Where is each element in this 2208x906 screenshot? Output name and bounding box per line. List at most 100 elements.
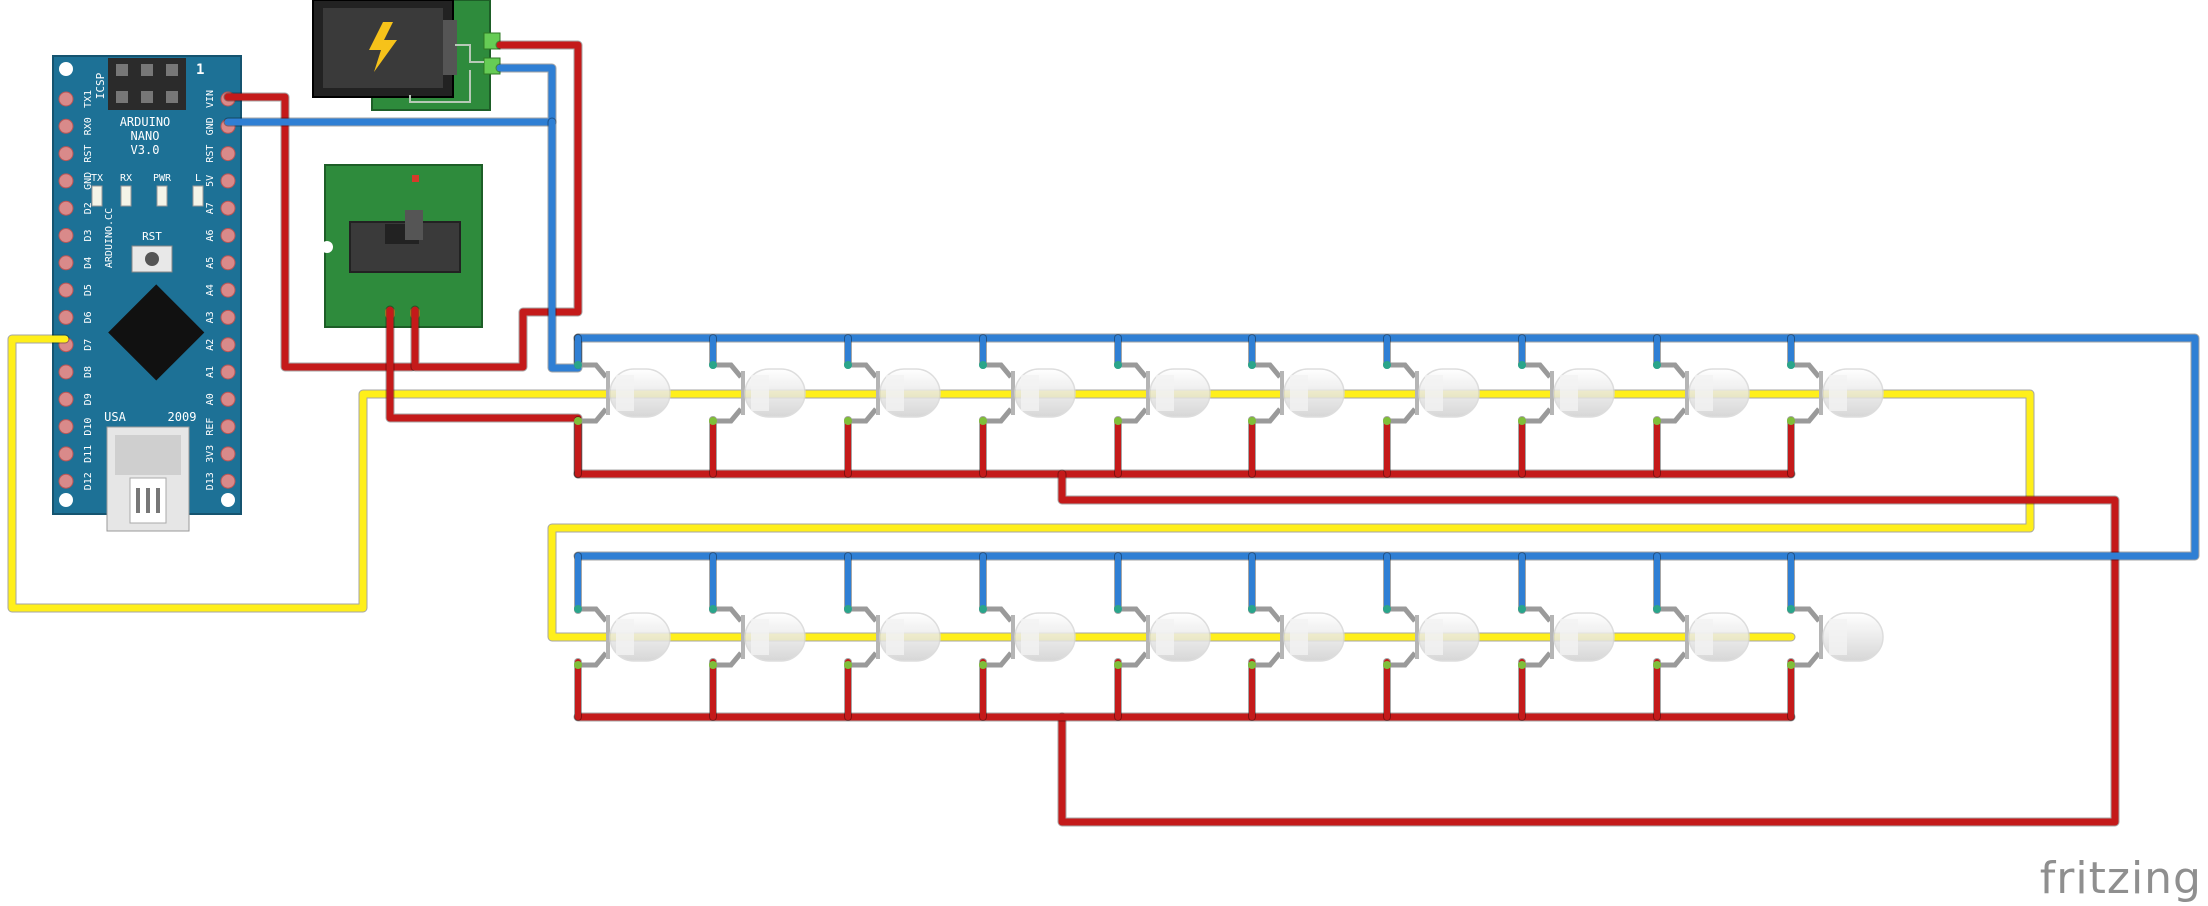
pin-d2[interactable] [58, 200, 74, 216]
site-label: ARDUINO.CC [104, 208, 115, 268]
pin-label: A3 [205, 311, 216, 323]
rgb-led[interactable] [709, 605, 806, 669]
pin-label: A0 [205, 393, 216, 405]
rgb-led[interactable] [1383, 605, 1480, 669]
pin-label: VIN [205, 90, 216, 108]
rgb-led[interactable] [1787, 605, 1884, 669]
icsp-label: ICSP [94, 72, 107, 99]
rgb-led[interactable] [979, 361, 1076, 425]
pin-3v3[interactable] [220, 446, 236, 462]
pin-rx0[interactable] [58, 118, 74, 134]
pin-label: GND [83, 172, 94, 190]
pin-label: A2 [205, 339, 216, 351]
wire[interactable] [224, 93, 416, 371]
arduino-nano-board: ICSP 1 TX1RX0RSTGNDD2D3D4D5D6D7D8D9D10D1… [52, 55, 242, 532]
rgb-led[interactable] [1653, 361, 1750, 425]
board-title-line3: V3.0 [131, 143, 160, 157]
pin-label: D12 [83, 472, 94, 490]
rgb-led[interactable] [574, 605, 671, 669]
pin-label: A4 [205, 284, 216, 296]
pin-a7[interactable] [220, 200, 236, 216]
rgb-led[interactable] [979, 605, 1076, 669]
board-title-line1: ARDUINO [120, 115, 171, 129]
rgb-led[interactable] [574, 361, 671, 425]
pin-d3[interactable] [58, 228, 74, 243]
year-label: 2009 [168, 410, 197, 424]
pin-label: RST [83, 145, 94, 163]
pin-label: D4 [83, 257, 94, 269]
slide-switch-module [321, 164, 483, 328]
rgb-led[interactable] [844, 605, 941, 669]
rgb-led[interactable] [1518, 605, 1615, 669]
pin-a4[interactable] [220, 282, 236, 298]
pin-label: A7 [205, 202, 216, 214]
pin-label: D13 [205, 472, 216, 490]
pin-a6[interactable] [220, 228, 236, 243]
rgb-led[interactable] [1653, 605, 1750, 669]
rst-button-label: RST [142, 230, 162, 243]
pin-rst[interactable] [220, 146, 236, 162]
pin-d9[interactable] [58, 391, 74, 407]
pin-label: D2 [83, 202, 94, 214]
status-led-label: RX [120, 173, 132, 184]
pin-label: D11 [83, 445, 94, 463]
rgb-led[interactable] [1114, 605, 1211, 669]
pin-d4[interactable] [58, 255, 74, 271]
status-led [156, 185, 168, 207]
pin-label: TX1 [83, 90, 94, 108]
wire[interactable] [411, 41, 582, 371]
pin-a5[interactable] [220, 255, 236, 271]
fritzing-brand: fritzing [2039, 853, 2202, 904]
pin-label: RX0 [83, 117, 94, 135]
pin-d12[interactable] [58, 473, 74, 489]
pin-rst[interactable] [58, 146, 74, 162]
pin-d5[interactable] [58, 282, 74, 298]
rgb-led[interactable] [1114, 361, 1211, 425]
board-title-line2: NANO [131, 129, 160, 143]
lightning-icon [369, 22, 397, 72]
pin-a0[interactable] [220, 391, 236, 407]
rgb-led[interactable] [1787, 361, 1884, 425]
pin-label: D3 [83, 229, 94, 241]
status-led [120, 185, 132, 207]
pin-ref[interactable] [220, 419, 236, 435]
pin-d6[interactable] [58, 309, 74, 325]
pin-5v[interactable] [220, 173, 236, 189]
pin-a1[interactable] [220, 364, 236, 380]
rgb-led[interactable] [1248, 361, 1345, 425]
rgb-led[interactable] [1518, 361, 1615, 425]
rgb-led[interactable] [709, 361, 806, 425]
pin-a2[interactable] [220, 337, 236, 353]
wire[interactable] [1058, 470, 2119, 826]
usa-label: USA [104, 410, 126, 424]
pin-label: GND [205, 117, 216, 135]
dc-power-jack [312, 0, 501, 111]
status-led-label: PWR [153, 173, 172, 184]
pin-label: RST [205, 145, 216, 163]
pin-gnd[interactable] [58, 173, 74, 189]
pin-d10[interactable] [58, 419, 74, 435]
status-led-label: L [195, 173, 201, 184]
wire[interactable] [224, 64, 556, 126]
pin-d11[interactable] [58, 446, 74, 462]
rgb-led[interactable] [844, 361, 941, 425]
status-led [91, 185, 103, 207]
pin-label: D10 [83, 418, 94, 436]
rgb-led[interactable] [1383, 361, 1480, 425]
rgb-led[interactable] [1248, 605, 1345, 669]
pin-label: 5V [205, 175, 216, 187]
led-array [574, 361, 1884, 669]
pin-label: D8 [83, 366, 94, 378]
pin-label: A6 [205, 229, 216, 241]
pin-label: 3V3 [205, 445, 216, 463]
pin-a3[interactable] [220, 309, 236, 325]
pin-label: D6 [83, 311, 94, 323]
pin-d13[interactable] [220, 473, 236, 489]
pin-label: A5 [205, 257, 216, 269]
pin-d8[interactable] [58, 364, 74, 380]
pin-tx1[interactable] [58, 91, 74, 107]
